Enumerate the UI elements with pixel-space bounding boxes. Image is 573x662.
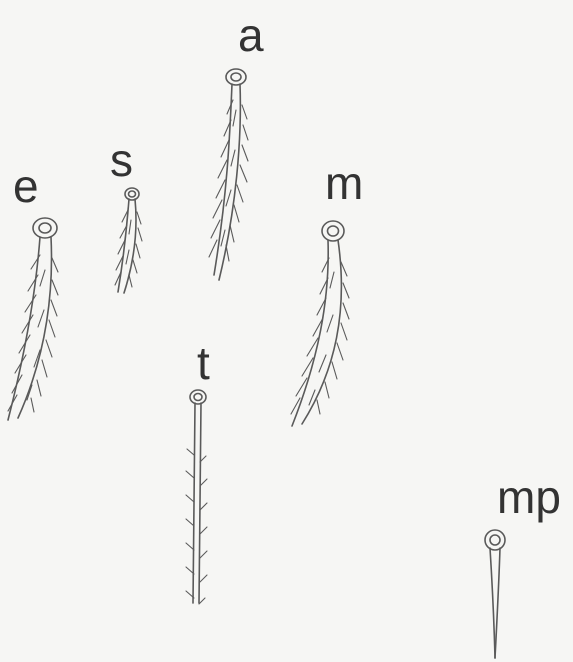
seta-t bbox=[186, 390, 207, 604]
seta-m bbox=[291, 221, 349, 426]
seta-mp bbox=[485, 530, 505, 658]
seta-e bbox=[8, 218, 58, 420]
seta-s bbox=[115, 188, 142, 293]
seta-a bbox=[209, 69, 248, 280]
